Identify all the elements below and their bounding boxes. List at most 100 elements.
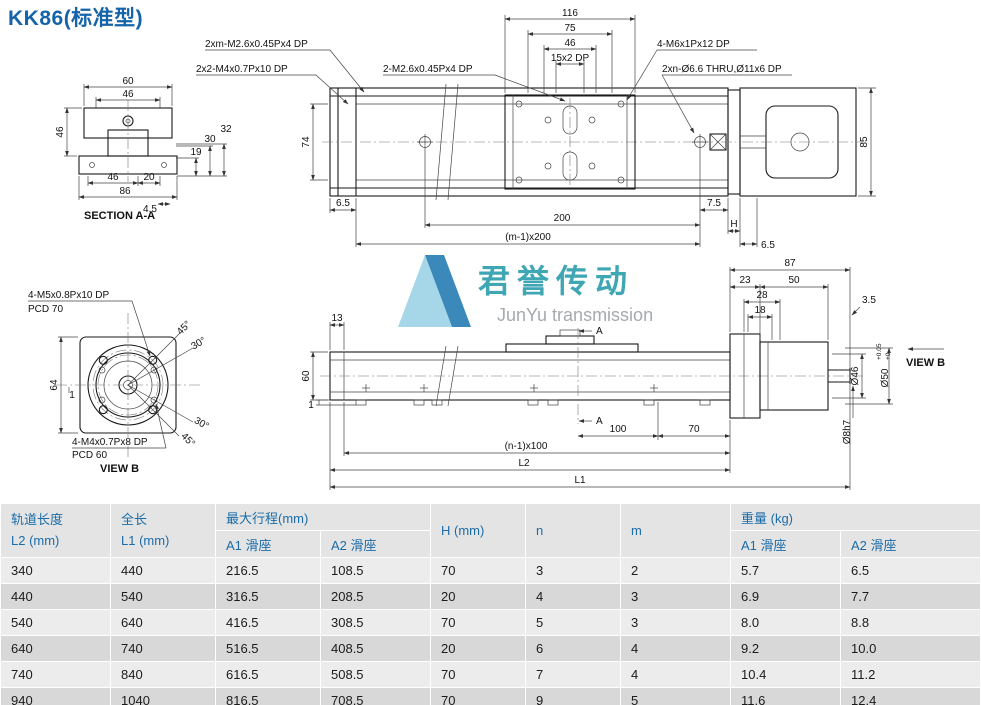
- dim-dia-50: Ø50 +0.05 +0: [876, 343, 892, 387]
- table-cell: 70: [430, 609, 527, 636]
- watermark: 君誉传动 JunYu transmission: [398, 255, 653, 327]
- dim-70: 70: [688, 424, 700, 435]
- watermark-logo-dark: [425, 255, 471, 327]
- table-cell: 9.2: [730, 635, 842, 662]
- dim-32: 32: [220, 124, 232, 135]
- dim-3-5: 3.5: [862, 295, 876, 306]
- table-cell: 3: [620, 583, 732, 610]
- table-cell: 840: [110, 661, 216, 688]
- table-cell: 740: [110, 635, 216, 662]
- table-cell: 2: [620, 557, 732, 584]
- dim-46-top: 46: [122, 89, 134, 100]
- angle-45-bottom: 45°: [179, 431, 197, 449]
- table-cell: 5: [620, 687, 732, 705]
- dim-l2: L2: [518, 458, 530, 469]
- svg-text:Ø50: Ø50: [880, 368, 891, 387]
- table-cell: 70: [430, 557, 527, 584]
- header-stroke-a1: A1 滑座: [215, 530, 321, 558]
- header-m: m: [620, 503, 732, 558]
- table-cell: 3: [525, 557, 622, 584]
- dim-46: 46: [564, 38, 576, 49]
- dim-74: 74: [301, 136, 312, 148]
- header-weight-a1: A1 滑座: [730, 530, 842, 558]
- table-cell: 7.7: [840, 583, 981, 610]
- section-a-label-top: A: [596, 326, 603, 337]
- table-cell: 616.5: [215, 661, 321, 688]
- dim-n-1-x100: (n-1)x100: [505, 441, 548, 452]
- dim-13: 13: [331, 313, 343, 324]
- mounting-hole-symbol: [692, 134, 708, 150]
- section-aa-dimensions: [64, 84, 227, 206]
- rail-assembly-geometry: [322, 83, 864, 201]
- table-cell: 70: [430, 661, 527, 688]
- table-cell: 740: [0, 661, 111, 688]
- table-cell: 216.5: [215, 557, 321, 584]
- angle-45-top: 45°: [175, 319, 193, 337]
- dim-60-side: 60: [301, 370, 312, 382]
- section-aa-label: SECTION A-A: [84, 210, 155, 222]
- table-cell: 316.5: [215, 583, 321, 610]
- table-cell: 508.5: [319, 661, 432, 688]
- dim-23: 23: [739, 275, 751, 286]
- table-cell: 6.9: [730, 583, 842, 610]
- table-cell: 940: [0, 687, 111, 705]
- mounting-hole-symbol: [417, 134, 433, 150]
- callout-motor-screw-holes: 4-M6x1Px12 DP: [657, 39, 730, 50]
- dim-30: 30: [204, 134, 216, 145]
- dim-l1: L1: [574, 475, 586, 486]
- header-h: H (mm): [430, 503, 527, 558]
- table-cell: 208.5: [319, 583, 432, 610]
- table-cell: 8.0: [730, 609, 842, 636]
- dim-15x2: 15x2 DP: [551, 53, 590, 64]
- callout-end-screw-holes: 2x2-M4x0.7Px10 DP: [196, 64, 288, 75]
- side-elevation-view: 13 60 1 A A 100 70 (n-1)x100 L2 L1 87 23…: [301, 258, 945, 490]
- dim-87: 87: [784, 258, 796, 269]
- dim-100: 100: [610, 424, 627, 435]
- page-title: KK86(标准型): [8, 7, 144, 30]
- dim-dia-8h7: Ø8h7: [842, 419, 853, 444]
- callout-thru-holes: 2xn-Ø6.6 THRU,Ø11x6 DP: [662, 64, 782, 75]
- table-cell: 640: [0, 635, 111, 662]
- table-cell: 5.7: [730, 557, 842, 584]
- top-view-dimensions: [196, 15, 876, 247]
- table-cell: 416.5: [215, 609, 321, 636]
- table-cell: 440: [0, 583, 111, 610]
- table-cell: 708.5: [319, 687, 432, 705]
- table-row: 540 640 416.5 308.5 70 5 3 8.0 8.8: [0, 609, 981, 636]
- dim-46-left: 46: [55, 126, 66, 138]
- table-header-row-1: 轨道长度 L2 (mm) 全长 L1 (mm) 最大行程(mm) H (mm) …: [0, 503, 981, 558]
- carriage-side: [505, 343, 639, 353]
- table-row: 340 440 216.5 108.5 70 3 2 5.7 6.5: [0, 557, 981, 584]
- dim-18: 18: [754, 305, 766, 316]
- section-aa-geometry: [78, 100, 178, 182]
- view-b-label: VIEW B: [100, 463, 139, 475]
- dim-46-bottom: 46: [107, 172, 119, 183]
- callout-top-screw-holes: 2xm-M2.6x0.45Px4 DP: [205, 39, 308, 50]
- view-b-flange: 4-M5x0.8Px10 DP PCD 70 4-M4x0.7Px8 DP PC…: [28, 290, 211, 475]
- table-row: 940 1040 816.5 708.5 70 9 5 11.6 12.4: [0, 687, 981, 705]
- header-max-stroke: 最大行程(mm): [214, 503, 432, 531]
- table-cell: 1040: [110, 687, 216, 705]
- table-cell: 6: [525, 635, 622, 662]
- table-cell: 540: [0, 609, 111, 636]
- table-cell: 516.5: [215, 635, 321, 662]
- motor-side: [759, 341, 829, 411]
- table-cell: 7: [525, 661, 622, 688]
- header-stroke-a2: A2 滑座: [319, 530, 432, 558]
- dim-200: 200: [554, 213, 571, 224]
- table-cell: 12.4: [840, 687, 981, 705]
- table-cell: 4: [620, 661, 732, 688]
- header-rail-length-unit: L2 (mm): [11, 532, 60, 548]
- table-cell: 408.5: [319, 635, 432, 662]
- dim-50: 50: [788, 275, 800, 286]
- dim-h: H: [730, 219, 737, 230]
- header-rail-length: 轨道长度 L2 (mm): [0, 503, 111, 558]
- callout-m4-holes: 4-M4x0.7Px8 DP: [72, 437, 148, 448]
- dim-19: 19: [190, 147, 202, 158]
- dim-60: 60: [122, 76, 134, 87]
- table-cell: 20: [430, 583, 527, 610]
- watermark-logo-light: [398, 255, 452, 327]
- dim-6-5-left: 6.5: [336, 198, 350, 209]
- spec-table-section: 轨道长度 L2 (mm) 全长 L1 (mm) 最大行程(mm) H (mm) …: [0, 503, 981, 705]
